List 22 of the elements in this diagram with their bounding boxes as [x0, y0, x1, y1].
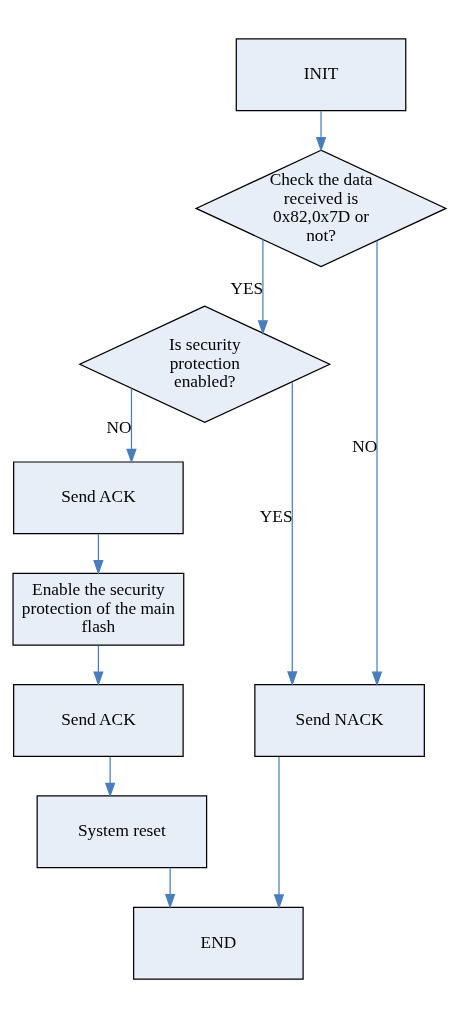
node-box: Send ACK: [13, 460, 184, 534]
node-box: Send NACK: [254, 683, 425, 757]
edge-label: NO: [352, 436, 378, 456]
node-box: INIT: [235, 37, 407, 111]
arrow: [315, 109, 327, 152]
arrow: [371, 239, 383, 686]
arrow: [93, 644, 104, 686]
edge-label: YES: [259, 506, 293, 526]
arrow: [164, 867, 176, 909]
arrow: [273, 755, 285, 909]
edge-label: YES: [230, 278, 264, 298]
node-box: Enable the security protection of the main flash: [12, 572, 185, 646]
node-box: END: [133, 906, 304, 980]
node-box: System reset: [36, 794, 208, 868]
node-diamond: Is security protection enabled?: [78, 304, 332, 423]
node-box: Send ACK: [13, 683, 184, 757]
node-diamond: Check the data received is 0x82,0x7D or not?: [194, 149, 448, 267]
arrow: [104, 755, 116, 798]
arrow: [287, 380, 298, 686]
arrow: [126, 387, 137, 464]
arrow: [93, 533, 104, 575]
arrow: [257, 238, 269, 335]
